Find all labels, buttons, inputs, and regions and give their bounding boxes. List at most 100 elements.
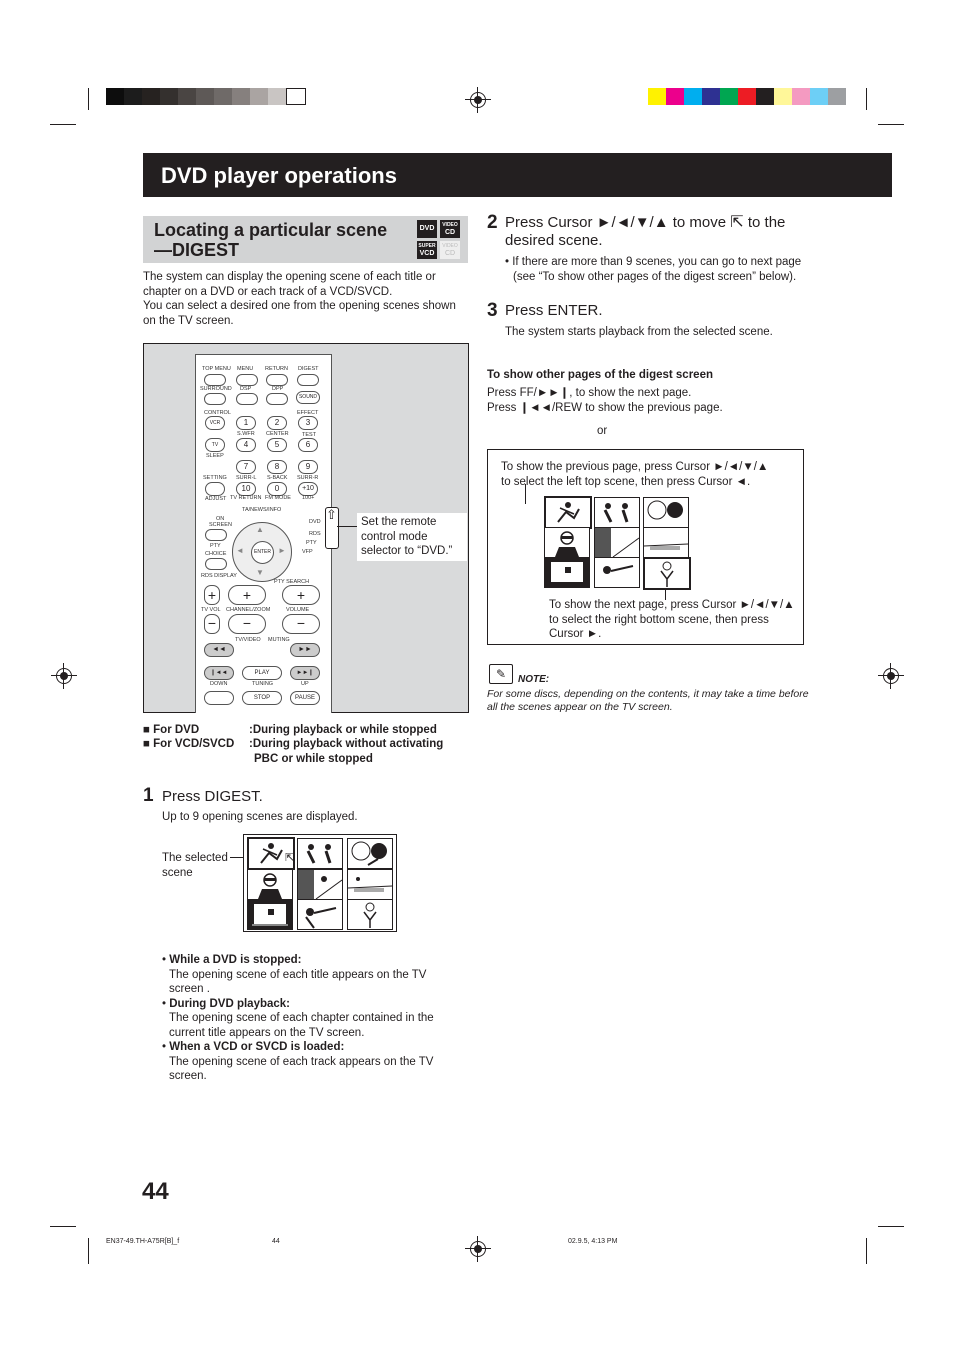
svcd-badge: SUPER VCD [417,241,437,259]
scene-thumbnail[interactable] [297,838,343,869]
remote-callout: Set the remote control mode selector to … [357,513,467,561]
cursor-up-icon[interactable]: ▲ [256,525,264,534]
sound-button[interactable]: SOUND [296,391,320,404]
video-cd-badge-disabled: VIDEO CD [440,241,460,259]
num-3-button[interactable]: 3 [298,416,318,430]
mode-selector-switch[interactable]: ⇧ [325,507,339,549]
on-screen-button[interactable] [205,529,227,541]
intro-text: The system can display the opening scene… [143,271,456,327]
scene-thumbnail[interactable] [643,497,689,528]
channel-up-button[interactable]: + [228,585,266,605]
num-1-button[interactable]: 1 [236,416,256,430]
step-3-desc: The system starts playback from the sele… [505,326,773,338]
num-6-button[interactable]: 6 [298,438,318,452]
scene-thumbnail[interactable] [594,557,640,588]
section-title-line2: —DIGEST [154,240,240,260]
step-2-title: Press Cursor ►/◄/▼/▲ to move ⇱ to the de… [505,214,786,249]
volume-up-button[interactable]: + [282,585,320,605]
choice-button[interactable] [205,558,227,570]
scene-thumbnail[interactable] [544,496,592,529]
scene-thumbnail[interactable] [247,869,293,900]
prev-page-instructions: To show the previous page, press Cursor … [501,461,769,488]
dt-button[interactable] [204,691,234,705]
note-icon: ✎ [489,664,513,684]
page-header-bar: DVD player operations [143,153,892,197]
num-5-button[interactable]: 5 [267,438,287,452]
dpp-button[interactable] [266,393,288,405]
step-1-title: Press DIGEST. [162,788,263,805]
bullet-list: • While a DVD is stopped: The opening sc… [162,953,462,1084]
video-cd-badge: VIDEO CD [440,220,460,238]
scene-thumbnail[interactable] [297,899,343,930]
scene-thumbnail[interactable] [347,899,393,930]
note-label: NOTE: [518,674,550,685]
menu-button[interactable] [236,374,258,386]
registration-mark-bottom [465,1236,491,1262]
bullet-item: • During DVD playback: The opening scene… [162,997,434,1039]
scene-thumbnail[interactable] [297,869,343,900]
num-7-button[interactable]: 7 [236,460,256,474]
next-page-instructions: To show the next page, press Cursor ►/◄/… [549,599,795,640]
num-2-button[interactable]: 2 [267,416,287,430]
page-title: DVD player operations [161,163,397,188]
pause-button[interactable]: PAUSE [290,691,320,705]
scene-thumbnail[interactable] [544,557,590,588]
scene-thumbnail[interactable] [247,899,293,930]
cursor-left-icon[interactable]: ◄ [236,546,244,555]
return-button[interactable] [266,374,288,386]
scene-thumbnail[interactable] [594,527,640,558]
num-8-button[interactable]: 8 [267,460,287,474]
section-title-line1: Locating a particular scene [154,220,388,240]
vcr-button[interactable]: VCR [205,416,225,430]
tv-button[interactable]: TV [205,438,225,452]
cursor-down-icon[interactable]: ▼ [256,568,264,577]
step-2-number: 2 [487,212,498,233]
note-text: For some discs, depending on the content… [487,688,809,713]
tv-vol-up-button[interactable]: + [204,585,220,605]
digest-screen-2 [542,494,692,590]
scene-thumbnail[interactable] [247,837,295,870]
num-4-button[interactable]: 4 [236,438,256,452]
arrow-up-icon: ⇧ [326,507,337,522]
volume-down-button[interactable]: − [282,614,320,634]
other-pages-ff: Press FF/►►❙, to show the next page. [487,387,692,399]
digest-screen-1: ⇱ [243,834,397,932]
stop-button[interactable]: STOP [242,691,282,705]
scene-thumbnail[interactable] [643,527,689,558]
cursor-right-icon[interactable]: ► [278,546,286,555]
plus10-button[interactable]: +10 [298,482,318,496]
enter-button[interactable]: ENTER [251,541,274,564]
scene-thumbnail[interactable] [643,557,691,590]
next-pointer [665,588,666,600]
setting-button[interactable] [205,482,225,496]
footer-date: 02.9.5, 4:13 PM [568,1238,618,1245]
rewind-button[interactable]: ◄◄ [204,643,234,657]
bullet-item: • While a DVD is stopped: The opening sc… [162,954,427,995]
other-pages-heading: To show other pages of the digest screen [487,369,713,381]
scene-thumbnail[interactable] [347,869,393,900]
step-3-title: Press ENTER. [505,302,603,319]
num-10-button[interactable]: 10 [236,482,256,496]
num-0-button[interactable]: 0 [267,482,287,496]
digest-button[interactable] [297,374,319,386]
next-ff-button[interactable]: ►►❙ [290,666,320,680]
cursor-pad[interactable]: ENTER ▲ ▼ ◄ ► [232,522,292,582]
tv-vol-down-button[interactable]: − [204,614,220,634]
step-2-note: • If there are more than 9 scenes, you c… [505,256,802,283]
registration-mark-right [878,663,904,689]
step-1-number: 1 [143,785,154,806]
remote-control: TOP MENU MENU RETURN DIGEST SURROUND DSP… [195,354,332,713]
step-3-number: 3 [487,300,498,321]
prev-rew-button[interactable]: ❙◄◄ [204,666,234,680]
scene-thumbnail[interactable] [594,497,640,528]
play-button[interactable]: PLAY [242,666,282,680]
fast-forward-button[interactable]: ►► [290,643,320,657]
top-menu-button[interactable] [204,374,226,386]
registration-mark-top [465,87,491,113]
num-9-button[interactable]: 9 [298,460,318,474]
scene-thumbnail[interactable] [347,838,393,869]
dsp-button[interactable] [236,393,258,405]
surround-button[interactable] [204,393,226,405]
scene-thumbnail[interactable] [544,527,590,558]
channel-down-button[interactable]: − [228,614,266,634]
